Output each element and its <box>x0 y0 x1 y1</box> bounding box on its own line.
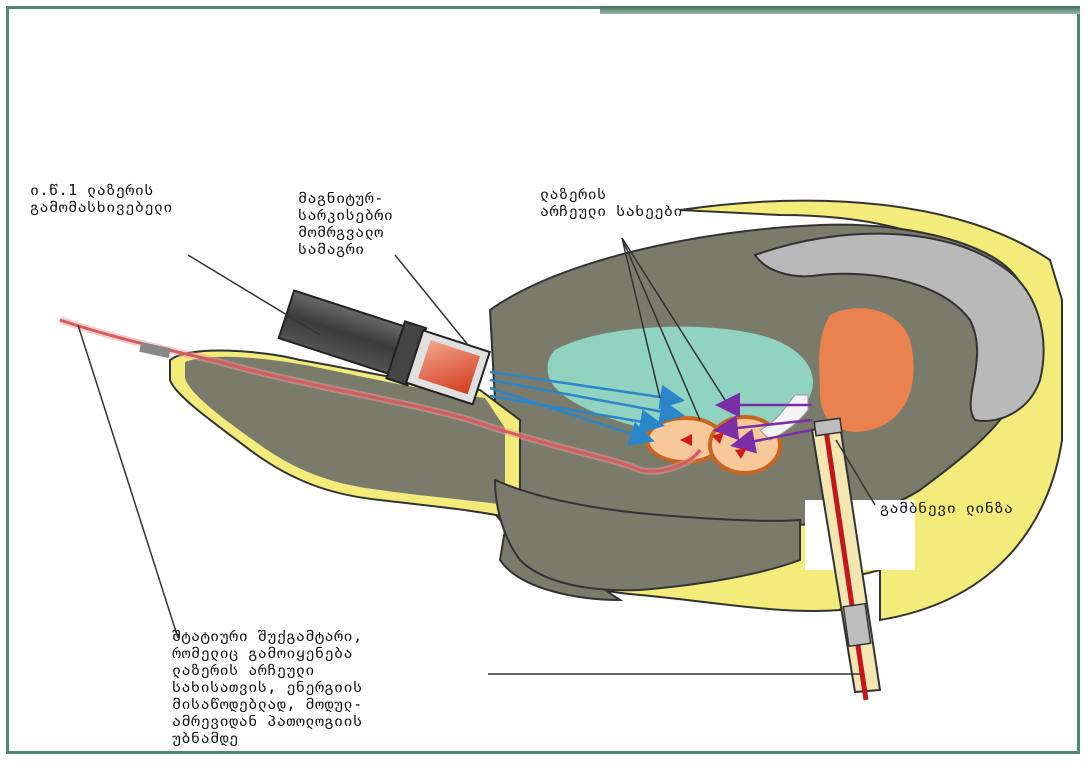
label-lens: გამბნევი ლინზა <box>880 500 1013 517</box>
label-catheter: შტატიური შუქგამტარი, რომელიც გამოიყენება… <box>172 628 363 747</box>
label-laser-beams: ლაზერის არჩეული სახეები <box>540 186 683 220</box>
label-magnetic-holder: მაგნიტურ- სარკისებრი მომრგვალო სამაგრი <box>298 190 393 258</box>
label-laser-generator: ი.წ.1 ლაზერის გამომასხივებელი <box>30 182 173 216</box>
leader-catheter <box>78 325 178 638</box>
